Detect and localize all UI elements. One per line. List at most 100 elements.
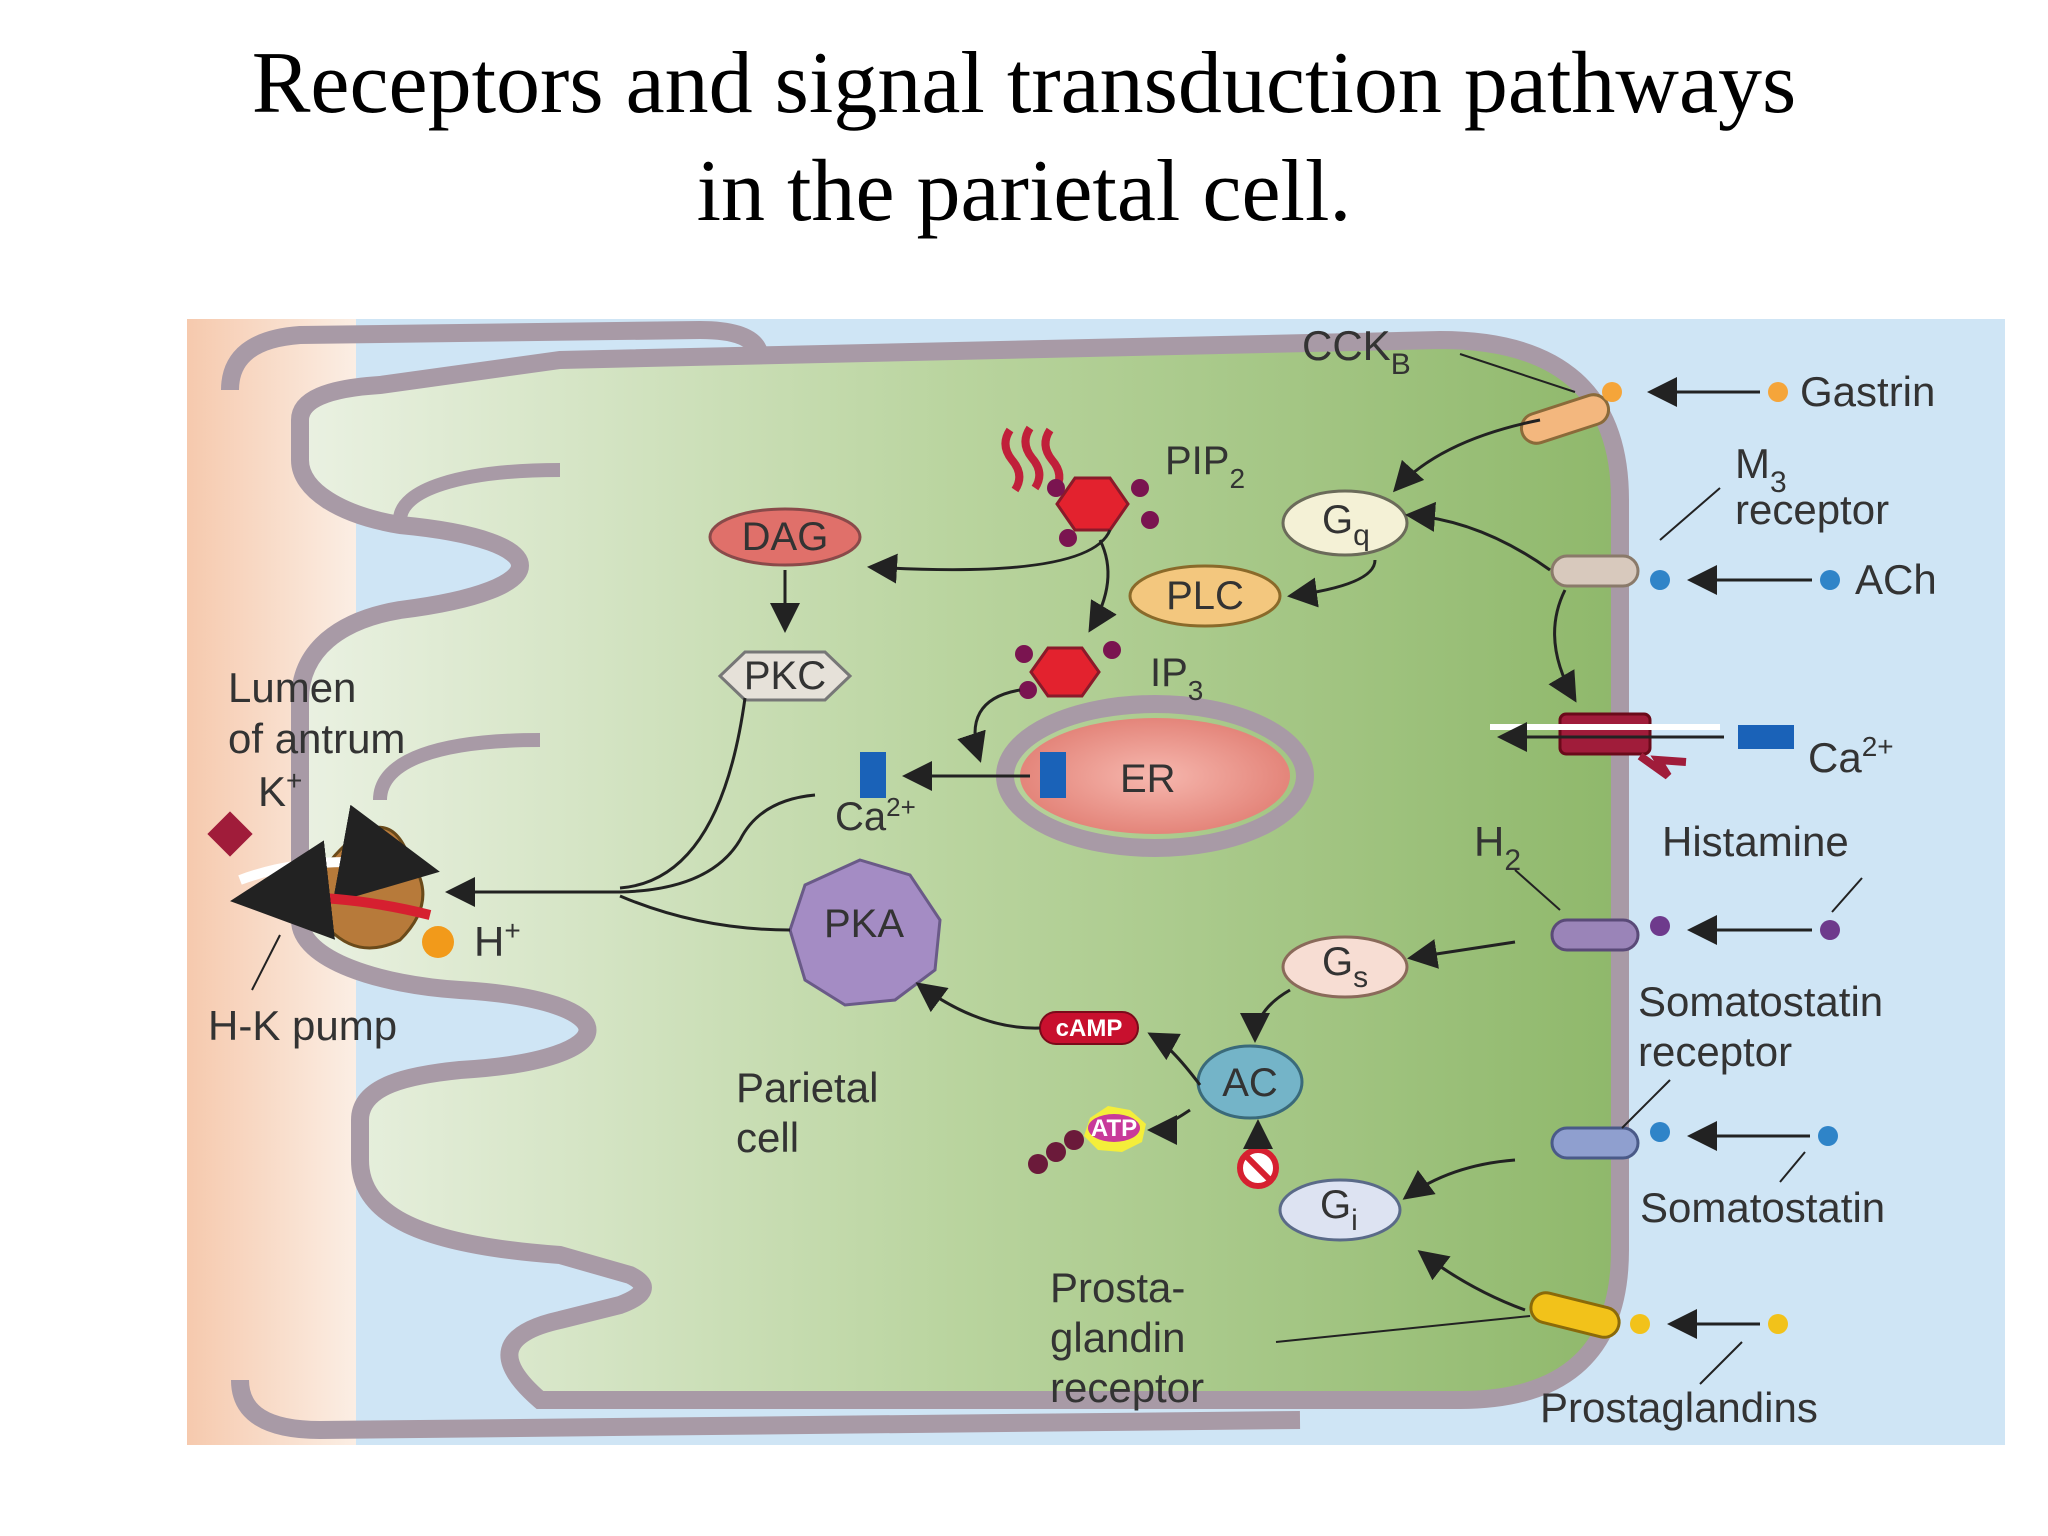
dag-label: DAG <box>742 515 829 559</box>
membrane-fold-top <box>221 320 769 391</box>
prostaglandin-receptor-label-1: Prosta- <box>1050 1264 1185 1311</box>
panel-border <box>185 317 2007 1447</box>
svg-text:IP3: IP3 <box>1150 651 1203 706</box>
title-line-1: Receptors and signal transduction pathwa… <box>251 35 1797 132</box>
prostaglandin-ligand <box>1768 1314 1788 1334</box>
calcium-channel <box>1490 712 1720 780</box>
ip3-molecule <box>1015 641 1121 699</box>
histamine-ligand <box>1820 920 1840 940</box>
k-plus-superscript: + <box>286 765 302 796</box>
histamine-label: Histamine <box>1662 818 1849 865</box>
membrane-fold-upper <box>393 463 561 521</box>
m3-label: M <box>1735 440 1770 487</box>
cckb-label: CCK <box>1302 322 1391 369</box>
er-calcium-store <box>1040 752 1066 798</box>
gi-label: G <box>1320 1183 1351 1227</box>
prostaglandins-leader <box>1699 1341 1743 1385</box>
somatostatin-receptor-label-2: receptor <box>1638 1028 1792 1075</box>
ca-inner-label: Ca <box>835 795 887 839</box>
gastrin-label: Gastrin <box>1800 368 1935 415</box>
pka-label: PKA <box>824 902 904 946</box>
gq-subscript: q <box>1353 519 1370 552</box>
prostaglandin-receptor-label-2: glandin <box>1050 1314 1185 1361</box>
gs-node <box>1281 935 1409 999</box>
plc-label: PLC <box>1166 574 1244 618</box>
pkc-node <box>717 650 853 702</box>
svg-text:Gq: Gq <box>1322 498 1370 552</box>
svg-text:Ca2+: Ca2+ <box>1808 731 1894 781</box>
ligand-arrows <box>1497 377 1812 1339</box>
gs-label: G <box>1322 940 1353 984</box>
ach-ligand <box>1820 570 1840 590</box>
ip3-subscript: 3 <box>1188 675 1204 706</box>
gi-subscript: i <box>1351 1204 1358 1237</box>
m3-subscript: 3 <box>1770 466 1787 499</box>
potassium-ion <box>207 811 253 857</box>
somatostatin-receptor-label-1: Somatostatin <box>1638 978 1883 1025</box>
pkc-label: PKC <box>744 654 826 698</box>
m3-receptor <box>1550 554 1670 590</box>
plc-node <box>1128 564 1282 628</box>
ac-label: AC <box>1222 1061 1278 1105</box>
somatostatin-ligand <box>1818 1126 1838 1146</box>
inhibition-icon <box>1237 1147 1279 1189</box>
parietal-label-2: cell <box>736 1114 799 1161</box>
camp-label: cAMP <box>1056 1015 1123 1042</box>
proton-ion <box>422 926 454 958</box>
somatostatin-label: Somatostatin <box>1640 1184 1885 1231</box>
er <box>1020 718 1290 834</box>
membrane-fold-lower <box>231 1379 1301 1440</box>
hk-pump-leader <box>251 934 281 991</box>
atp-molecule <box>1028 1106 1146 1174</box>
somatostatin-leader <box>1779 1151 1806 1183</box>
h2-label: H <box>1474 818 1504 865</box>
gi-node <box>1278 1178 1402 1242</box>
h-plus-superscript: + <box>504 915 520 946</box>
parietal-label-1: Parietal <box>736 1064 878 1111</box>
lumen-label-1: Lumen <box>228 664 356 711</box>
prostaglandin-receptor <box>1529 1291 1650 1339</box>
svg-text:Ca2+: Ca2+ <box>835 792 916 839</box>
calcium-ligand <box>1738 725 1794 749</box>
gastrin-ligand <box>1768 382 1788 402</box>
gs-subscript: s <box>1353 961 1368 994</box>
er-label: ER <box>1120 757 1176 801</box>
prostaglandins-label: Prostaglandins <box>1540 1384 1818 1431</box>
m3-receptor-label: receptor <box>1735 486 1889 533</box>
membrane-fold-middle <box>373 733 541 801</box>
svg-text:Gs: Gs <box>1322 940 1368 994</box>
h2-subscript: 2 <box>1504 844 1521 877</box>
h2-receptor <box>1550 916 1670 952</box>
pka-node <box>788 858 942 1007</box>
h2-leader <box>1514 869 1561 911</box>
somatostatin-receptor-leader <box>1621 1079 1671 1129</box>
hk-pump <box>230 804 440 950</box>
parietal-cell-body <box>291 330 1629 1409</box>
svg-text:Gi: Gi <box>1320 1183 1358 1237</box>
svg-text:H+: H+ <box>474 915 521 965</box>
svg-text:M3: M3 <box>1735 440 1787 499</box>
cckb-receptor <box>1519 382 1622 445</box>
svg-text:CCKB: CCKB <box>1302 322 1411 381</box>
cckb-subscript: B <box>1391 348 1411 381</box>
k-plus-label: K <box>258 768 286 815</box>
prostaglandin-receptor-leader <box>1275 1315 1531 1343</box>
pip2-molecule <box>1001 425 1159 547</box>
pip2-label: PIP <box>1165 439 1229 483</box>
pump-signal-lines <box>619 697 816 932</box>
svg-text:H2: H2 <box>1474 818 1521 877</box>
gq-label: G <box>1322 498 1353 542</box>
cytosolic-calcium <box>860 752 886 798</box>
dag-node <box>708 507 862 567</box>
ach-label: ACh <box>1855 556 1937 603</box>
ca-outer-label: Ca <box>1808 734 1862 781</box>
ca-outer-superscript: 2+ <box>1862 731 1894 762</box>
lumen-label-2: of antrum <box>228 715 405 762</box>
cckb-leader <box>1459 353 1576 393</box>
hk-pump-label: H-K pump <box>208 1002 397 1049</box>
somatostatin-receptor <box>1550 1122 1670 1160</box>
atp-label: ATP <box>1091 1115 1137 1142</box>
ip3-label: IP <box>1150 651 1188 695</box>
title-line-2: in the parietal cell. <box>696 143 1352 240</box>
